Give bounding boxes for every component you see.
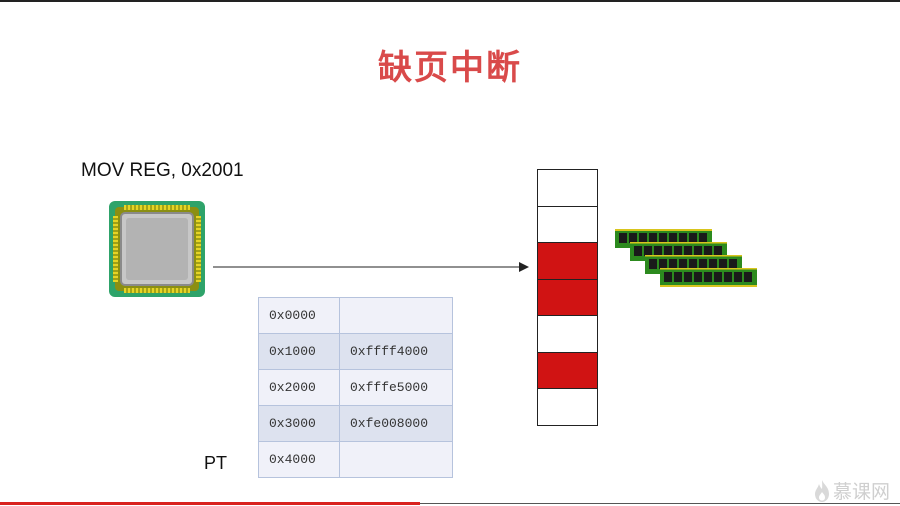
virtual-page-cell: 0x1000 <box>258 333 340 370</box>
virtual-page-cell: 0x0000 <box>258 297 340 334</box>
flame-logo-icon <box>814 479 829 502</box>
table-row: 0x0000 <box>258 297 453 334</box>
brand-name: 慕课网 <box>832 481 890 503</box>
physical-frame-cell: 0xfffe5000 <box>339 369 453 406</box>
footer-divider <box>420 503 900 504</box>
memory-frame-free <box>538 170 597 207</box>
physical-memory-column <box>537 169 598 426</box>
page-table-label: PT <box>204 453 228 473</box>
memory-frame-free <box>538 389 597 425</box>
progress-bar-red <box>0 502 420 505</box>
virtual-page-cell: 0x2000 <box>258 369 340 406</box>
ram-modules-icon <box>615 229 757 287</box>
instruction-text: MOV REG, 0x2001 <box>81 160 244 181</box>
brand-logo: 慕课网 <box>813 477 890 504</box>
physical-frame-cell: 0xffff4000 <box>339 333 453 370</box>
memory-frame-free <box>538 316 597 353</box>
physical-frame-cell <box>339 441 453 478</box>
table-row: 0x3000 0xfe008000 <box>258 405 453 442</box>
memory-frame-used <box>538 352 597 389</box>
virtual-page-cell: 0x3000 <box>258 405 340 442</box>
table-row: 0x4000 <box>258 441 453 478</box>
memory-frame-used <box>538 279 597 316</box>
page-table: 0x0000 0x1000 0xffff4000 0x2000 0xfffe50… <box>258 297 453 478</box>
physical-frame-cell <box>339 297 453 334</box>
memory-frame-free <box>538 206 597 243</box>
table-row: 0x1000 0xffff4000 <box>258 333 453 370</box>
memory-frame-used <box>538 243 597 280</box>
table-row: 0x2000 0xfffe5000 <box>258 369 453 406</box>
virtual-page-cell: 0x4000 <box>258 441 340 478</box>
cpu-chip-icon <box>109 201 205 297</box>
slide-title: 缺页中断 <box>378 48 522 88</box>
access-arrow <box>213 262 529 272</box>
top-rule <box>0 0 900 2</box>
physical-frame-cell: 0xfe008000 <box>339 405 453 442</box>
